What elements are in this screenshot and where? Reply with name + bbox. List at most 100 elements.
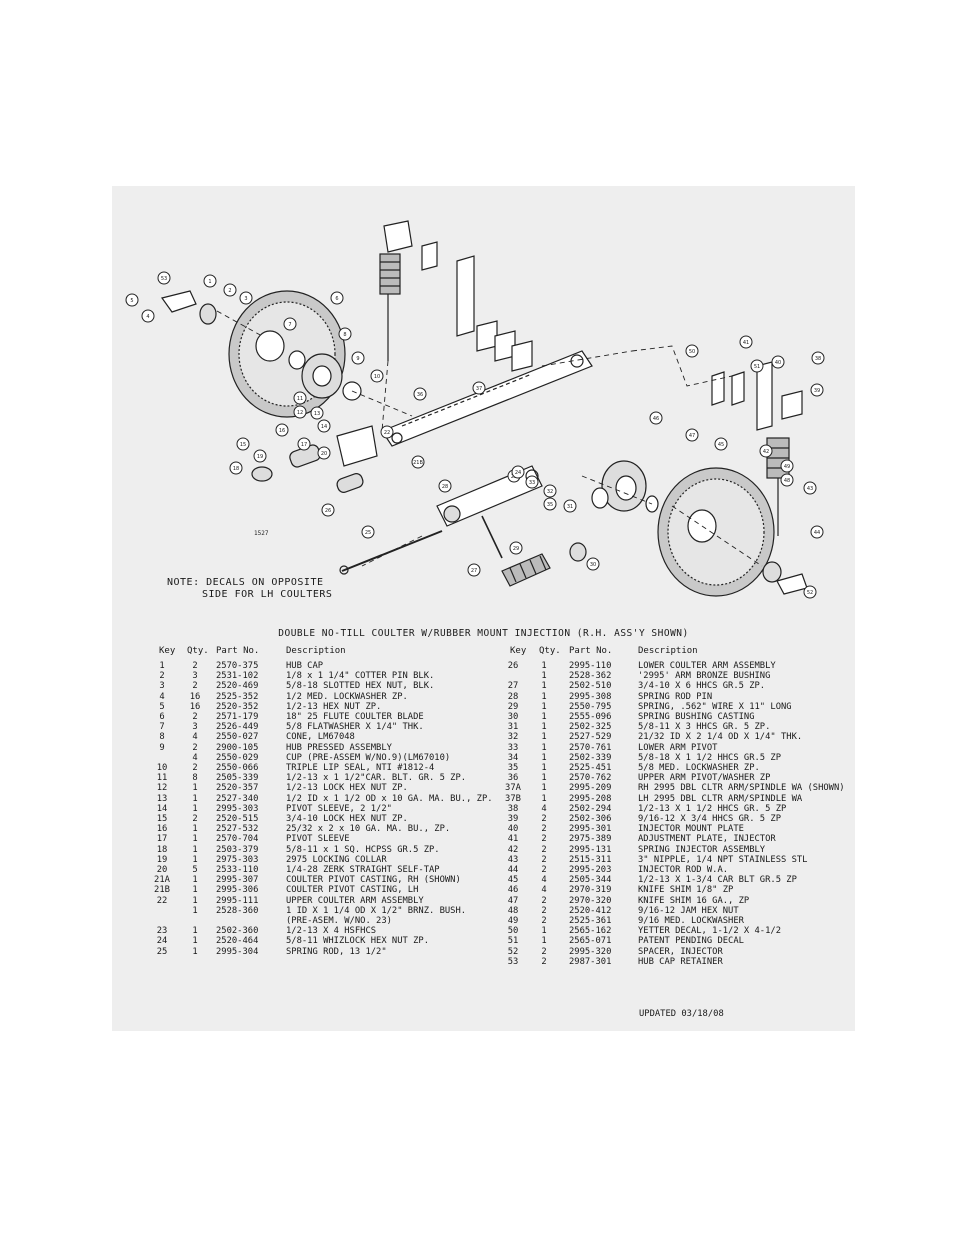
svg-text:3: 3 (244, 296, 247, 302)
cell-qty: 1 (192, 803, 198, 814)
cell-desc: 18" 25 FLUTE COULTER BLADE (286, 712, 424, 722)
cell-part: 2505-339 (216, 773, 259, 784)
cell-desc: SPRING, .562" WIRE X 11" LONG (638, 701, 792, 712)
svg-text:37: 37 (476, 386, 482, 392)
cell-key: 37A (505, 783, 521, 794)
svg-text:45: 45 (718, 442, 724, 448)
cell-key: 11 (156, 773, 168, 784)
cell-qty: 1 (192, 885, 198, 896)
callout-17: 17 (297, 437, 311, 451)
callout-1: 1 (203, 274, 217, 288)
callout-31: 31 (563, 499, 577, 513)
svg-text:28: 28 (442, 484, 448, 490)
cell-part: 2550-029 (216, 752, 259, 763)
cell-key: 7 (159, 722, 165, 733)
cell-qty: 2 (192, 763, 198, 773)
cell-desc: LOWER COULTER ARM ASSEMBLY (638, 661, 776, 671)
cell-desc: 2975 LOCKING COLLAR (286, 854, 387, 865)
cell-key: 51 (507, 936, 519, 947)
callout-43: 43 (803, 481, 817, 495)
svg-text:5: 5 (130, 298, 133, 304)
cell-key: 26 (507, 661, 519, 671)
callouts: 53 1 2 3 5 4 7 8 6 9 10 11 12 13 14 15 1… (125, 271, 825, 599)
callout-9: 9 (351, 351, 365, 365)
cell-part: 2570-762 (569, 773, 612, 784)
callout-53: 53 (157, 271, 171, 285)
cell-qty: 2 (541, 814, 547, 824)
cell-desc: ADJUSTMENT PLATE, INJECTOR (638, 834, 776, 845)
cell-qty: 1 (541, 701, 547, 712)
cell-part: 2520-352 (216, 701, 259, 712)
cell-key: 29 (507, 701, 519, 712)
callout-18: 18 (229, 461, 243, 475)
cell-key: 10 (156, 763, 168, 773)
svg-text:11: 11 (297, 396, 303, 402)
cell-key: 15 (156, 814, 168, 824)
cell-desc: INJECTOR MOUNT PLATE (638, 824, 744, 835)
cell-key: 16 (156, 824, 168, 835)
cell-key: 8 (159, 732, 165, 743)
right-hub-drawing (591, 460, 659, 513)
callout-29: 29 (509, 541, 523, 555)
svg-text:32: 32 (547, 489, 553, 495)
callout-33: 33 (525, 475, 539, 489)
cell-key: 24 (156, 936, 168, 947)
cell-part: 2995-303 (216, 803, 259, 814)
callout-3: 3 (239, 291, 253, 305)
cell-part: 2995-131 (569, 844, 612, 855)
cell-desc: 25/32 x 2 x 10 GA. MA. BU., ZP. (286, 824, 451, 835)
cell-key: 40 (507, 824, 519, 835)
cell-key: 12 (156, 783, 168, 794)
cell-part: 2520-412 (569, 905, 612, 916)
svg-text:4: 4 (146, 314, 149, 320)
cell-desc: PIVOT SLEEVE (286, 834, 350, 845)
cell-desc: 5/8-18 SLOTTED HEX NUT, BLK. (286, 681, 435, 692)
callout-7: 7 (283, 317, 297, 331)
callout-21b: 21B (411, 455, 425, 469)
callout-49: 49 (780, 459, 794, 473)
cell-qty: 1 (192, 793, 198, 804)
callout-51: 51 (750, 359, 764, 373)
svg-text:49: 49 (784, 464, 790, 470)
cell-key: 46 (507, 885, 519, 896)
svg-text:20: 20 (321, 451, 327, 457)
svg-text:46: 46 (653, 416, 659, 422)
svg-text:22: 22 (384, 430, 390, 436)
cell-desc: COULTER PIVOT CASTING, RH (SHOWN) (286, 875, 461, 886)
svg-text:51: 51 (754, 364, 760, 370)
svg-text:30: 30 (590, 562, 596, 568)
cell-part: 2525-361 (569, 916, 612, 926)
cell-qty: 4 (541, 803, 547, 814)
callout-30: 30 (586, 557, 600, 571)
right-coulter-blade-drawing (657, 467, 775, 597)
callout-5: 5 (125, 293, 139, 307)
cell-qty: 1 (541, 712, 547, 722)
cell-qty: 1 (541, 926, 547, 937)
svg-text:50: 50 (689, 349, 695, 355)
cell-qty: 5 (192, 865, 198, 875)
callout-6: 6 (330, 291, 344, 305)
callout-38: 38 (811, 351, 825, 365)
cell-part: 2571-179 (216, 712, 259, 722)
cell-qty: 1 (541, 936, 547, 947)
parts-list-title: DOUBLE NO-TILL COULTER W/RUBBER MOUNT IN… (278, 628, 689, 639)
upper-arm-drawing (381, 350, 593, 447)
svg-text:53: 53 (161, 276, 167, 282)
cell-key: 22 (156, 895, 168, 906)
cell-key: 52 (507, 946, 519, 957)
svg-text:17: 17 (301, 442, 307, 448)
updated-date: UPDATED 03/18/08 (639, 1009, 724, 1019)
cell-key: 36 (507, 773, 519, 784)
cell-qty: 1 (541, 681, 547, 692)
cell-qty: 1 (541, 732, 547, 743)
cell-part: 2528-360 (216, 905, 259, 916)
header-description: Description (286, 646, 346, 656)
cell-key: 28 (507, 691, 519, 702)
cell-qty: 1 (192, 834, 198, 845)
cell-part: 2570-704 (216, 834, 259, 845)
cell-desc: PIVOT SLEEVE, 2 1/2" (286, 803, 392, 814)
cell-key: 41 (507, 834, 519, 845)
cell-qty: 1 (192, 824, 198, 835)
decal-note-line-1: NOTE: DECALS ON OPPOSITE (167, 577, 324, 588)
cell-qty: 1 (192, 926, 198, 937)
